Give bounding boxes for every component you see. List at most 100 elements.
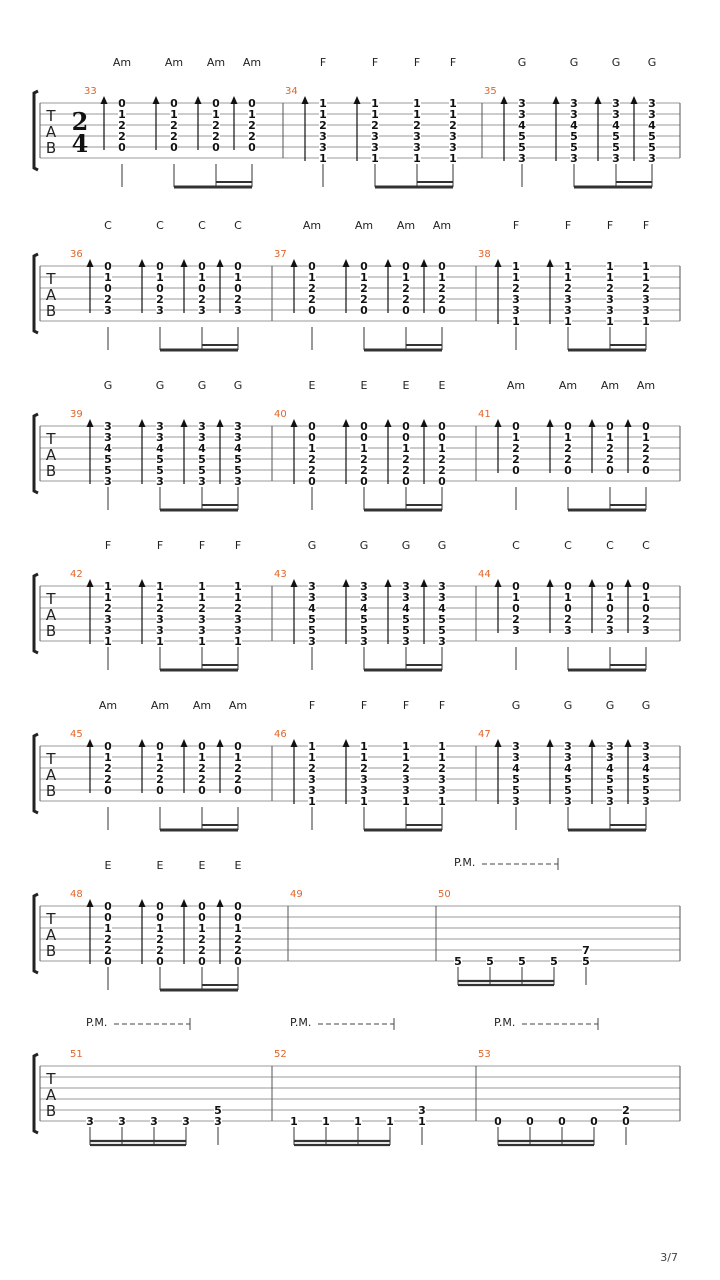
fret-number: 2 [156, 773, 164, 786]
fret-number: 4 [360, 602, 368, 615]
fret-backing [518, 108, 526, 119]
fret-number: 1 [319, 108, 327, 121]
chord-name: Am [601, 379, 619, 392]
tab-clef-letter: B [46, 622, 56, 640]
fret-backing [308, 453, 316, 464]
strum-up-arrow [290, 259, 298, 267]
fret-backing [308, 293, 316, 304]
fret-backing [564, 602, 572, 613]
fret-backing [449, 141, 457, 152]
fret-backing [606, 453, 614, 464]
strum-up-arrow [86, 579, 94, 587]
fret-backing [319, 119, 327, 130]
fret-backing [104, 955, 112, 966]
fret-number: 4 [570, 119, 578, 132]
fret-backing [642, 580, 650, 591]
fret-number: 2 [104, 933, 112, 946]
fret-number: 0 [234, 900, 242, 913]
fret-backing [371, 152, 379, 163]
fret-number: 0 [104, 784, 112, 797]
fret-backing [360, 475, 368, 486]
fret-number: 1 [413, 97, 421, 110]
fret-backing [308, 624, 316, 635]
fret-backing [319, 152, 327, 163]
fret-backing [198, 911, 206, 922]
palm-mute-label: P.M. [290, 1016, 311, 1029]
strum-up-arrow [180, 899, 188, 907]
fret-number: 3 [371, 141, 379, 154]
fret-number: 2 [642, 613, 650, 626]
fret-number: 1 [606, 260, 614, 273]
chord-name: F [199, 539, 205, 552]
chord-name: F [403, 699, 409, 712]
fret-backing [402, 624, 410, 635]
fret-number: 2 [248, 119, 256, 132]
fret-backing [622, 1115, 630, 1126]
fret-backing [308, 784, 316, 795]
fret-backing [234, 933, 242, 944]
tab-clef-letter: T [45, 910, 56, 928]
fret-backing [564, 624, 572, 635]
fret-number: 3 [198, 475, 206, 488]
fret-number: 1 [642, 271, 650, 284]
fret-number: 0 [360, 304, 368, 317]
fret-number: 0 [308, 431, 316, 444]
fret-number: 2 [118, 119, 126, 132]
fret-backing [308, 762, 316, 773]
fret-backing [438, 751, 446, 762]
fret-number: 0 [104, 955, 112, 968]
fret-number: 1 [512, 260, 520, 273]
fret-number: 1 [564, 315, 572, 328]
fret-number: 5 [214, 1104, 222, 1117]
chord-name: G [512, 699, 521, 712]
chord-name: G [570, 56, 579, 69]
fret-backing [438, 762, 446, 773]
fret-number: 3 [182, 1115, 190, 1128]
strum-up-arrow [353, 96, 361, 104]
fret-backing [564, 613, 572, 624]
fret-number: 3 [642, 751, 650, 764]
fret-backing [606, 282, 614, 293]
fret-number: 4 [234, 442, 242, 455]
fret-backing [156, 475, 164, 486]
fret-backing [104, 304, 112, 315]
fret-backing [198, 635, 206, 646]
fret-backing [198, 933, 206, 944]
fret-backing [104, 762, 112, 773]
fret-backing [622, 1104, 630, 1115]
fret-backing [319, 130, 327, 141]
fret-number: 0 [512, 420, 520, 433]
fret-backing [198, 944, 206, 955]
fret-backing [234, 260, 242, 271]
chord-name: Am [559, 379, 577, 392]
fret-number: 3 [198, 431, 206, 444]
fret-backing [234, 900, 242, 911]
fret-backing [308, 740, 316, 751]
chord-name: C [642, 539, 650, 552]
fret-number: 2 [156, 762, 164, 775]
fret-backing [104, 420, 112, 431]
fret-number: 3 [198, 613, 206, 626]
fret-backing [642, 442, 650, 453]
fret-number: 2 [606, 613, 614, 626]
fret-number: 3 [512, 624, 520, 637]
fret-backing [322, 1115, 330, 1126]
fret-number: 2 [512, 442, 520, 455]
fret-backing [438, 602, 446, 613]
fret-backing [648, 97, 656, 108]
fret-number: 0 [622, 1115, 630, 1128]
measure-number: 52 [274, 1049, 287, 1060]
fret-backing [494, 1115, 502, 1126]
fret-backing [438, 442, 446, 453]
strum-up-arrow [420, 419, 428, 427]
fret-backing [402, 751, 410, 762]
strum-up-arrow [216, 739, 224, 747]
fret-number: 2 [104, 762, 112, 775]
fret-backing [234, 911, 242, 922]
fret-backing [418, 1104, 426, 1115]
fret-number: 1 [308, 751, 316, 764]
fret-number: 2 [118, 130, 126, 143]
strum-up-arrow [216, 259, 224, 267]
fret-backing [564, 453, 572, 464]
fret-number: 0 [606, 602, 614, 615]
